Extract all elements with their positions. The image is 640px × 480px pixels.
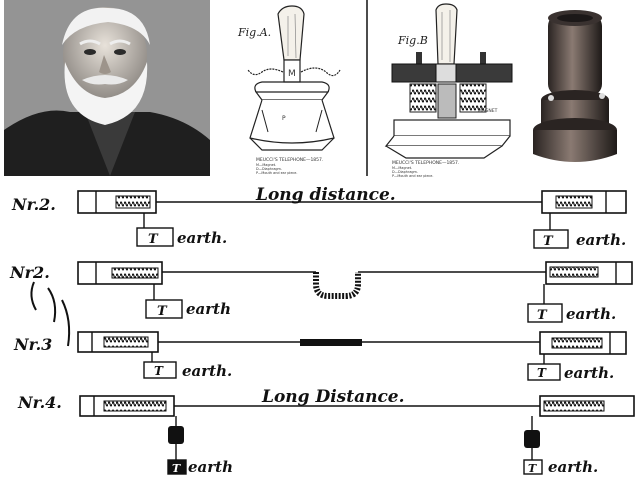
circuit-row-3: Nr.3 T earth. T earth. xyxy=(13,331,627,382)
row-4-title: Long Distance. xyxy=(261,387,405,407)
row-2-right-earth: earth. xyxy=(566,305,616,323)
row-3-label: Nr.3 xyxy=(13,335,52,354)
row-1-title: Long distance. xyxy=(255,185,396,205)
row-2-right-ground-box xyxy=(527,303,563,323)
fig-b-magnet-label: MAGNET xyxy=(478,108,498,114)
row-2-left-earth: earth xyxy=(186,300,231,318)
portrait-image xyxy=(4,0,210,176)
row-1-right-earth: earth. xyxy=(576,231,626,249)
row-3-right-box-letter: T xyxy=(537,366,547,380)
row-2-right-box-letter: T xyxy=(537,308,548,323)
row-1-left-earth: earth. xyxy=(177,229,227,247)
fig-a-panel: Fig.A. M P MEUCCI'S TELEPHONE—1857. M—Ma… xyxy=(216,0,364,176)
telephone-receiver-photo xyxy=(524,0,640,176)
row-4-right-ground-box xyxy=(523,459,543,475)
row-3-inline-resistor xyxy=(300,339,362,346)
row-4-label: Nr.4. xyxy=(17,393,62,412)
row-3-left-ground-box xyxy=(143,361,177,379)
row-2-label: Nr2. xyxy=(9,263,50,282)
row-3-right-ground-box xyxy=(527,363,561,381)
row-3-left-box-letter: T xyxy=(154,364,164,378)
row-3-left-earth: earth. xyxy=(182,362,232,380)
circuit-row-1: Nr.2. Long distance. T earth. T earth. xyxy=(11,185,627,249)
row-1-right-ground-box xyxy=(533,229,569,249)
row-4-right-box-letter: T xyxy=(528,462,537,475)
fig-b-caption: MEUCCI'S TELEPHONE—1857. xyxy=(392,160,459,166)
circuit-row-4: Nr.4. Long Distance. T earth T earth. xyxy=(17,387,635,476)
row-4-left-battery xyxy=(168,426,184,444)
fig-a-label: Fig.A. xyxy=(237,26,271,39)
fig-a-caption: MEUCCI'S TELEPHONE—1857. xyxy=(256,157,323,163)
row-4-left-box-letter: T xyxy=(172,462,181,475)
row-1-left-box-letter: T xyxy=(148,232,159,247)
row-2-induction-coil xyxy=(313,272,361,299)
row-4-left-earth: earth xyxy=(188,458,233,476)
row-2-left-box-letter: T xyxy=(157,304,168,319)
row-1-label: Nr.2. xyxy=(11,195,56,214)
circuit-row-2: Nr2. T earth T earth. xyxy=(9,261,633,347)
row-1-right-box-letter: T xyxy=(543,234,554,249)
fig-a-legend-1: M—Magnet. xyxy=(256,163,276,167)
fig-b-panel: Fig.B MAGNET MEUCCI'S TELEPHONE—1857. M—… xyxy=(370,0,520,178)
fig-a-legend-2: D—Diaphragm. xyxy=(256,167,282,171)
fig-b-legend-3: P—Mouth and ear piece. xyxy=(392,174,433,178)
row-3-right-earth: earth. xyxy=(564,364,614,382)
fig-a-magnet-letter: M xyxy=(288,69,296,79)
row-2-left-ground-box xyxy=(145,299,183,319)
fig-b-legend-2: D—Diaphragm. xyxy=(392,170,418,174)
fig-b-label: Fig.B xyxy=(397,34,428,47)
row-4-right-earth: earth. xyxy=(548,458,598,476)
fig-b-legend-1: M—Magnet. xyxy=(392,166,412,170)
row-1-left-ground-box xyxy=(136,227,174,247)
row-4-right-battery xyxy=(524,430,540,448)
fig-a-legend-3: P—Mouth and ear piece. xyxy=(256,171,297,175)
row-4-left-ground-box xyxy=(167,459,187,475)
fig-a-pole-letter: P xyxy=(282,115,286,122)
